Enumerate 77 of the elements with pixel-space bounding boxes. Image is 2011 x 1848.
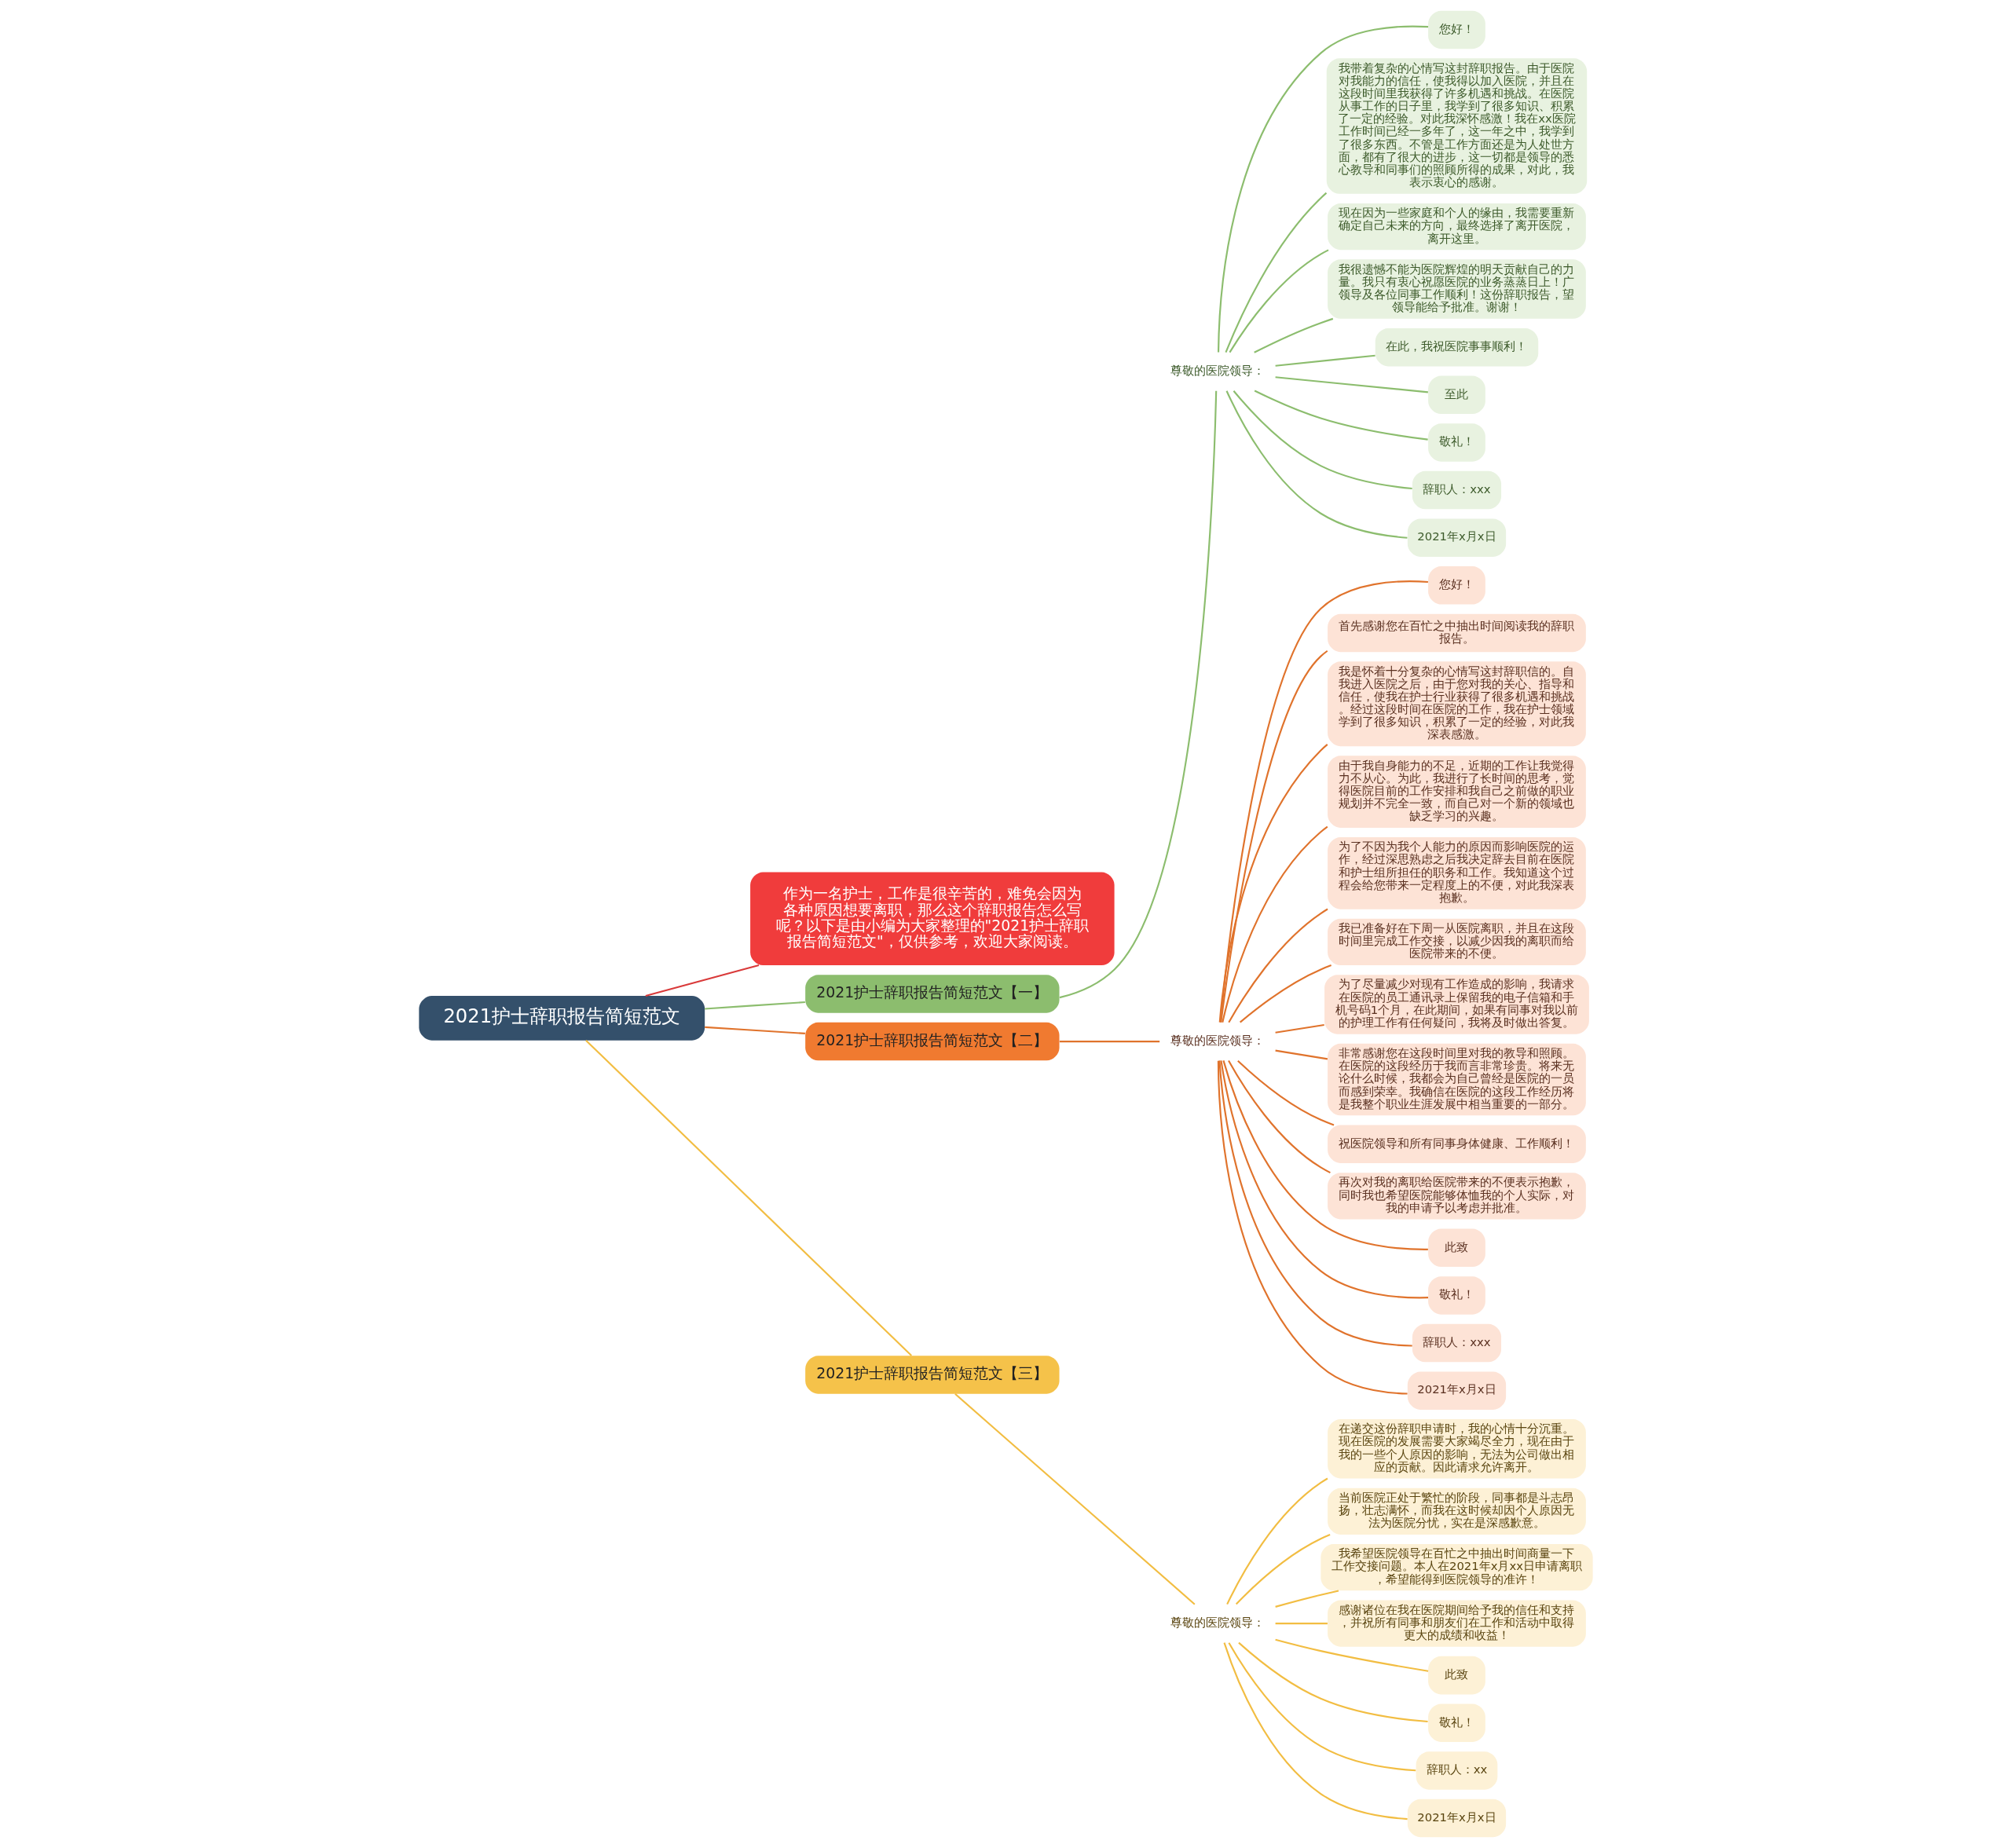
connector	[1229, 249, 1329, 353]
connector	[1237, 1641, 1428, 1723]
node-box: 至此	[1427, 375, 1485, 415]
connector	[1223, 1642, 1408, 1821]
connector	[584, 1040, 912, 1356]
connector	[1227, 1642, 1416, 1772]
node-box: 首先感谢您在百忙之中抽出时间阅读我的辞职报告。	[1327, 613, 1586, 653]
node-box: 2021年x月x日	[1407, 1371, 1506, 1410]
node-box: 我希望医院领导在百忙之中抽出时间商量一下工作交接问题。本人在2021年x月xx日申请离职，希望能得到医院领导的准许！	[1320, 1544, 1593, 1591]
connector	[1217, 25, 1428, 353]
node-box: 我带着复杂的心情写这封辞职报告。由于医院对我能力的信任，使我得以加入医院，并且在这段时间里我获得了许多机遇和挑战。在医院从事工作的日子里，我学到了很多知识、积累了一定的经验。对此我深怀感激！我在xx医院工作时间已经一多年了，这一年之中，我学到了很多东西。不管是工作方面还是为人处世方面，都有了很大的进步，这一切都是领导的悉心教导和同事们的照顾所得的成果，对此，我表示衷心的感谢。	[1326, 58, 1587, 194]
connector	[704, 1026, 805, 1034]
connector	[1222, 1060, 1428, 1250]
connector	[1233, 390, 1412, 490]
node-text: 尊敬的医院领导：	[1170, 1615, 1265, 1629]
node-box: 辞职人：xx	[1416, 1751, 1497, 1790]
connector	[1225, 1477, 1328, 1605]
connector	[1275, 354, 1375, 367]
connector	[1235, 1534, 1331, 1605]
node-box: 感谢诸位在我在医院期间给予我的信任和支持，并祝所有同事和朋友们在工作和活动中取得更大的成绩和收益！	[1327, 1600, 1586, 1647]
connector	[1219, 650, 1328, 1023]
node-box: 敬礼！	[1427, 1276, 1485, 1315]
connector	[1221, 825, 1328, 1023]
node-box: 敬礼！	[1427, 423, 1485, 462]
node-box: 我已准备好在下周一从医院离职，并且在这段时间里完成工作交接，以减少因我的离职而给医院带来的不便。	[1327, 918, 1586, 966]
connector	[1274, 1024, 1324, 1034]
connector	[1253, 317, 1333, 353]
connector	[1217, 1060, 1408, 1395]
connector	[954, 1392, 1196, 1605]
connector	[1275, 1623, 1328, 1625]
node-box: 您好！	[1427, 10, 1485, 49]
node-box: 祝医院领导和所有同事身体健康、工作顺利！	[1327, 1125, 1586, 1163]
connector	[645, 964, 759, 997]
node-box: 2021护士辞职报告简短范文	[418, 996, 705, 1041]
node-box: 此致	[1427, 1656, 1485, 1695]
connector	[704, 1001, 805, 1010]
node-box: 由于我自身能力的不足，近期的工作让我觉得力不从心。为此，我进行了长时间的思考，觉得医院目前的工作安排和我自己之前做的职业规划并不完全一致，而自己对一个新的领域也缺乏学习的兴趣。	[1327, 756, 1586, 828]
node-box: 2021年x月x日	[1407, 1799, 1506, 1838]
connector	[1274, 1638, 1428, 1672]
node-box: 为了不因为我个人能力的原因而影响医院的运作，经过深思熟虑之后我决定辞去目前在医院和护士组所担任的职务和工作。我知道这个过程会给您带来一定程度上的不便，对此我深表抱歉。	[1327, 837, 1586, 909]
connector	[1227, 1060, 1331, 1174]
node-box: 2021护士辞职报告简短范文【一】	[804, 975, 1060, 1013]
node-box: 再次对我的离职给医院带来的不便表示抱歉，同时我也希望医院能够体恤我的个人实际，对我的申请予以考虑并批准。	[1327, 1173, 1586, 1220]
node-box: 在此，我祝医院事事顺利！	[1375, 328, 1538, 367]
node-box: 您好！	[1427, 566, 1485, 605]
node-box: 2021护士辞职报告简短范文【三】	[804, 1356, 1060, 1394]
connector	[1059, 390, 1217, 999]
node-box: 为了尽量减少对现有工作造成的影响，我请求在医院的员工通讯录上保留我的电子信箱和手机号码1个月，在此期间，如果有同事对我以前的护理工作有任何疑问，我将及时做出答复。	[1324, 975, 1589, 1034]
connector	[1059, 1041, 1159, 1043]
node-box: 我是怀着十分复杂的心情写这封辞职信的。自我进入医院之后，由于您对我的关心、指导和信任，使我在护士行业获得了很多机遇和挑战。经过这段时间在医院的工作，我在护士领域学到了很多知识，积累了一定的经验，对此我深表感激。	[1327, 661, 1586, 747]
node-box: 辞职人：xxx	[1412, 1323, 1501, 1363]
node-box: 2021护士辞职报告简短范文【二】	[804, 1022, 1060, 1061]
connector	[1219, 1060, 1428, 1299]
connector	[1219, 580, 1428, 1023]
node-box: 现在因为一些家庭和个人的缘由，我需要重新确定自己未来的方向，最终选择了离开医院，离开这里。	[1327, 203, 1586, 251]
node-box: 在递交这份辞职申请时，我的心情十分沉重。现在医院的发展需要大家竭尽全力，现在由于我的一些个人原因的影响，无法为公司做出相应的贡献。因此请求允许离开。	[1327, 1419, 1586, 1479]
connector	[1218, 1060, 1412, 1347]
connector	[1275, 376, 1428, 393]
node-text: 尊敬的医院领导：	[1170, 363, 1265, 377]
connector	[1239, 964, 1332, 1023]
node-box: 敬礼！	[1427, 1703, 1485, 1742]
connector	[1254, 390, 1428, 441]
connector	[1227, 908, 1328, 1023]
node-box: 当前医院正处于繁忙的阶段，同事都是斗志昂扬，壮志满怀，而我在这时候却因个人原因无法为医院分忧，实在是深感歉意。	[1327, 1488, 1586, 1535]
connector	[1236, 1059, 1334, 1126]
connector	[1225, 390, 1408, 539]
node-box: 非常感谢您在这段时间里对我的教导和照顾。在医院的这段经历于我而言非常珍贵。将来无论什么时候，我都会为自己曾经是医院的一员而感到荣幸。我确信在医院的这段工作经历将是我整个职业生涯发展中相当重要的一部分。	[1327, 1043, 1586, 1116]
node-box: 2021年x月x日	[1407, 518, 1506, 557]
node-box: 作为一名护士，工作是很辛苦的，难免会因为各种原因想要离职，那么这个辞职报告怎么写呢？以下是由小编为大家整理的"2021护士辞职报告简短范文"，仅供参考，欢迎大家阅读。	[749, 872, 1115, 966]
node-box: 此致	[1427, 1228, 1485, 1268]
node-text: 尊敬的医院领导：	[1170, 1033, 1265, 1047]
connector	[1225, 192, 1327, 353]
connector	[1274, 1049, 1328, 1060]
node-box: 辞职人：xxx	[1412, 470, 1501, 510]
node-box: 我很遗憾不能为医院辉煌的明天贡献自己的力量。我只有衷心祝愿医院的业务蒸蒸日上！广领导及各位同事工作顺利！这份辞职报告，望领导能给予批准。谢谢！	[1327, 259, 1586, 319]
connector	[1218, 744, 1328, 1023]
connector	[1274, 1590, 1339, 1608]
